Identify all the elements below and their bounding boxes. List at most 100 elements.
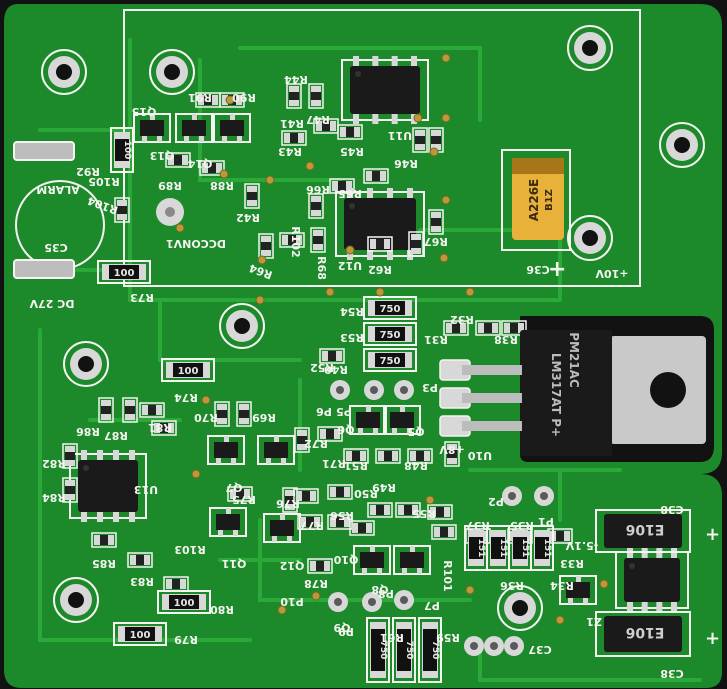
ic-u11 (341, 56, 429, 124)
silk-label-r80: R80 (210, 603, 234, 616)
resistor-value-r100-left: 100 (122, 141, 132, 160)
silk-label-c38-bottom: C38 (660, 667, 683, 680)
silk-label-r61: R61 (380, 631, 404, 644)
silk-label-r35: R35 (510, 519, 534, 532)
smd-resistor (139, 402, 165, 418)
sot23-transistor (349, 405, 387, 435)
smd-resistor-r151-d: 151 (530, 525, 554, 571)
sot23-transistor (213, 113, 251, 143)
smd-resistor (363, 168, 389, 184)
via (441, 53, 451, 63)
smd-resistor (214, 401, 230, 427)
mounting-hole (497, 585, 543, 631)
via (375, 287, 385, 297)
regulator-body (520, 330, 612, 456)
smd-resistor-r750-d: 750 (366, 617, 390, 683)
silk-label-r51: R51 (344, 459, 368, 472)
sot23-transistor (353, 545, 391, 575)
silk-label-r54: R54 (340, 305, 364, 318)
silk-label-r42: R42 (236, 211, 260, 224)
resistor-value-r151-a: 151 (476, 539, 486, 558)
resistor-value-r100-mid: 100 (178, 366, 199, 377)
silk-label-u11: U11 (388, 129, 412, 142)
via (265, 175, 275, 185)
resistor-value-r750-d: 750 (378, 641, 388, 660)
silk-label-dc27v: DC 27V (29, 297, 74, 310)
smd-resistor (337, 124, 363, 140)
smd-resistor (297, 514, 323, 530)
smd-resistor (286, 83, 302, 109)
regulator-tab-hole (650, 372, 686, 408)
smd-resistor-r100-r80: 100 (157, 590, 211, 614)
via (175, 223, 185, 233)
smd-resistor-r100-top: 100 (97, 260, 151, 284)
sot23-transistor (133, 113, 171, 143)
sot23-transistor (175, 113, 213, 143)
silk-label-r92: R92 (76, 165, 100, 178)
via (257, 255, 267, 265)
silk-label-q10: Q10 (333, 553, 358, 566)
sot23-transistor (257, 435, 295, 465)
regulator-marking-2: LM317AT P+ (549, 353, 563, 437)
via (465, 287, 475, 297)
regulator-marking-1: PM21AC (567, 332, 581, 388)
silk-region-box (123, 9, 641, 287)
silk-label-alarm: ALARM (36, 183, 79, 196)
smd-resistor (91, 532, 117, 548)
mounting-hole (567, 25, 613, 71)
via (219, 169, 229, 179)
test-pad (394, 590, 414, 610)
via (555, 615, 565, 625)
silk-label-q14: Q14 (187, 157, 212, 170)
test-pad (330, 380, 350, 400)
test-pad (362, 592, 382, 612)
silk-label-p5: P5 (336, 405, 352, 418)
via (201, 395, 211, 405)
silk-label-c38-top: C38 (660, 503, 683, 516)
test-pads (328, 380, 554, 656)
smd-resistor (279, 232, 305, 248)
silk-label-r47: R47 (306, 113, 330, 126)
sot23-transistor (383, 405, 421, 435)
regulator-lead (439, 387, 522, 409)
smd-resistor (412, 127, 428, 153)
smd-resistor (98, 397, 114, 423)
smd-resistor (475, 320, 501, 336)
silk-label-r74: R74 (174, 391, 198, 404)
silk-label-r48: R48 (404, 459, 428, 472)
smd-resistor-r100-r79: 100 (113, 622, 167, 646)
test-pad (534, 486, 554, 506)
via (255, 295, 265, 305)
silk-label-r53: R53 (340, 331, 364, 344)
resistor-value-r151-c: 151 (520, 539, 530, 558)
silk-label-r105: R105 (88, 175, 119, 188)
resistor-value-r100-top: 100 (114, 268, 135, 279)
silk-label-p2: P2 (488, 495, 504, 508)
smd-resistor (62, 443, 78, 469)
silk-label-r77: R77 (300, 519, 324, 532)
via (225, 95, 235, 105)
test-pad (502, 486, 522, 506)
smd-resistor-r750-a: 750 (363, 296, 417, 320)
silk-label-r75: R75 (232, 493, 256, 506)
smd-resistor (308, 83, 324, 109)
smd-resistor (427, 504, 453, 520)
smd-resistor (319, 348, 345, 364)
test-pad (328, 592, 348, 612)
smd-resistor (327, 514, 353, 530)
test-pad (504, 636, 524, 656)
silk-label-r31: R31 (424, 333, 448, 346)
smd-resistor-r750-f: 750 (418, 617, 442, 683)
tantalum-capacitor-outline (501, 149, 571, 251)
silk-label-q6: Q6 (337, 423, 354, 436)
silk-label-r84: R84 (42, 491, 66, 504)
via (413, 113, 423, 123)
silk-label-r41: R41 (280, 117, 304, 130)
silk-label-q12: Q12 (280, 559, 305, 572)
smd-resistor-r750-b: 750 (363, 322, 417, 346)
silk-label-r34: R34 (550, 579, 574, 592)
silk-label-r49: R49 (372, 481, 396, 494)
silk-label-r52: R52 (310, 361, 334, 374)
via (465, 585, 475, 595)
via (599, 579, 609, 589)
